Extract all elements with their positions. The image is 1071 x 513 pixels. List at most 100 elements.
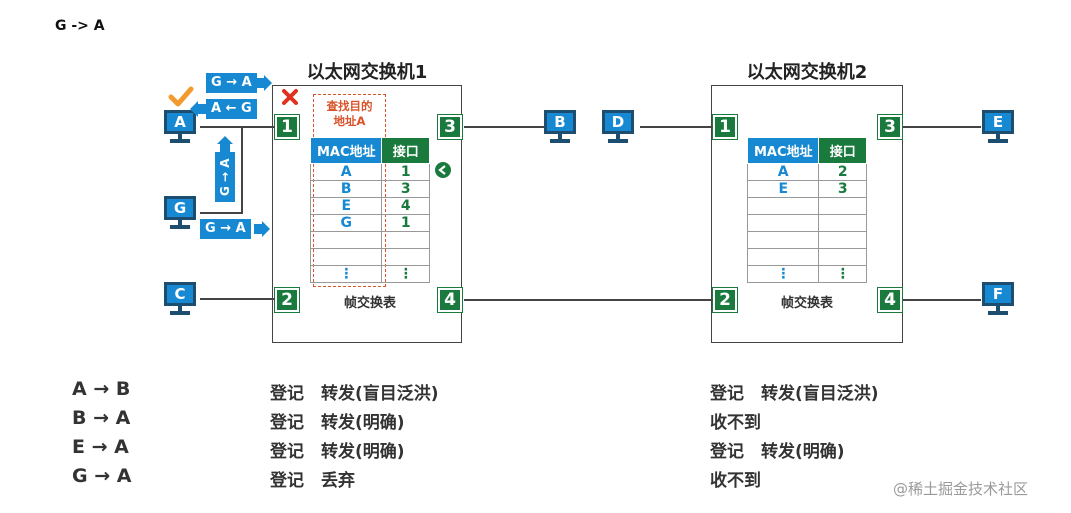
switch2-result: 收不到 xyxy=(710,413,761,433)
host-c: C xyxy=(160,282,200,322)
link-g-hub xyxy=(200,212,243,214)
host-a: A xyxy=(160,110,200,150)
checkmark-icon xyxy=(168,86,194,107)
switch2-result: 收不到 xyxy=(710,471,761,491)
table-row xyxy=(746,214,867,232)
port-cell xyxy=(818,214,867,232)
host-b-label: B xyxy=(544,110,576,134)
mac-cell: B xyxy=(309,180,383,198)
diagram-caption: G -> A xyxy=(55,18,105,34)
flow-label: B → A xyxy=(72,407,131,429)
link-sw2-f xyxy=(903,299,981,301)
switch1-port-4: 4 xyxy=(437,287,463,313)
port-cell: 3 xyxy=(381,180,430,198)
port-cell: ⋮ xyxy=(818,265,867,283)
host-c-label: C xyxy=(164,282,196,306)
host-e-label: E xyxy=(982,110,1014,134)
port-header: 接口 xyxy=(381,137,430,164)
arrow-right-icon xyxy=(254,221,270,237)
switch2-port-4: 4 xyxy=(877,287,903,313)
switch1-port-3: 3 xyxy=(437,114,463,140)
port-cell: 3 xyxy=(818,180,867,198)
link-d-sw2 xyxy=(640,126,713,128)
mac-cell xyxy=(309,231,383,249)
port-cell: 2 xyxy=(818,163,867,181)
switch1-port-2: 2 xyxy=(274,287,300,313)
host-b: B xyxy=(540,110,580,150)
switch2-port-2: 2 xyxy=(712,287,738,313)
port-cell xyxy=(381,231,430,249)
switch1-table-label: 帧交换表 xyxy=(343,296,396,311)
mac-cell xyxy=(746,197,820,215)
flow-label: E → A xyxy=(72,436,129,458)
switch2-result: 登记 转发(明确) xyxy=(710,442,845,462)
arrow-up-icon xyxy=(217,136,233,152)
frame-g-to-a-vertical: G → A xyxy=(215,152,235,202)
switch2-table-label: 帧交换表 xyxy=(780,296,833,311)
mac-cell xyxy=(746,231,820,249)
mac-cell xyxy=(746,214,820,232)
lookup-note: 查找目的 地址A xyxy=(326,99,373,128)
port-cell: 1 xyxy=(381,163,430,181)
switch1-result: 登记 丢弃 xyxy=(270,471,355,491)
table-row xyxy=(746,231,867,249)
port-cell: 1 xyxy=(381,214,430,232)
frame-a-from-g: A ← G xyxy=(206,99,257,119)
link-sw1-sw2 xyxy=(464,299,713,301)
mac-cell xyxy=(746,248,820,266)
frame-g-to-a-bottom: G → A xyxy=(200,219,251,239)
switch1-result: 登记 转发(明确) xyxy=(270,413,405,433)
host-e: E xyxy=(978,110,1018,150)
table-row xyxy=(309,231,430,249)
arrow-left-icon xyxy=(190,101,206,117)
mac-cell: ⋮ xyxy=(746,265,820,283)
host-f-label: F xyxy=(982,282,1014,306)
link-sw1-b xyxy=(464,126,544,128)
switch1-port-1: 1 xyxy=(274,114,300,140)
mac-header: MAC地址 xyxy=(309,137,383,164)
host-f: F xyxy=(978,282,1018,322)
mac-cell: A xyxy=(309,163,383,181)
table-row xyxy=(309,248,430,266)
port-cell: 4 xyxy=(381,197,430,215)
host-g: G xyxy=(160,196,200,236)
port-cell: ⋮ xyxy=(381,265,430,283)
flow-label: G → A xyxy=(72,465,132,487)
link-c-sw1 xyxy=(200,298,275,300)
switch2-port-3: 3 xyxy=(877,114,903,140)
cross-icon xyxy=(282,89,298,105)
port-cell xyxy=(818,248,867,266)
table-row: ⋮⋮ xyxy=(309,265,430,283)
host-d: D xyxy=(598,110,638,150)
row-pointer-icon xyxy=(435,162,451,178)
port-cell xyxy=(381,248,430,266)
flow-label: A → B xyxy=(72,378,131,400)
link-g-vertical xyxy=(241,128,243,214)
link-sw2-e xyxy=(903,126,981,128)
table-row xyxy=(746,197,867,215)
port-cell xyxy=(818,231,867,249)
switch1-result: 登记 转发(盲目泛洪) xyxy=(270,384,439,404)
mac-cell xyxy=(309,248,383,266)
host-d-label: D xyxy=(602,110,634,134)
port-cell xyxy=(818,197,867,215)
port-header: 接口 xyxy=(818,137,867,164)
switch2-title: 以太网交换机2 xyxy=(746,62,868,83)
table-row: ⋮⋮ xyxy=(746,265,867,283)
switch2-result: 登记 转发(盲目泛洪) xyxy=(710,384,879,404)
mac-cell: ⋮ xyxy=(309,265,383,283)
switch1-title: 以太网交换机1 xyxy=(306,62,428,83)
watermark: @稀土掘金技术社区 xyxy=(893,480,1029,498)
table-row xyxy=(746,248,867,266)
host-g-label: G xyxy=(164,196,196,220)
link-a-sw1 xyxy=(200,126,275,128)
switch2-port-1: 1 xyxy=(712,114,738,140)
